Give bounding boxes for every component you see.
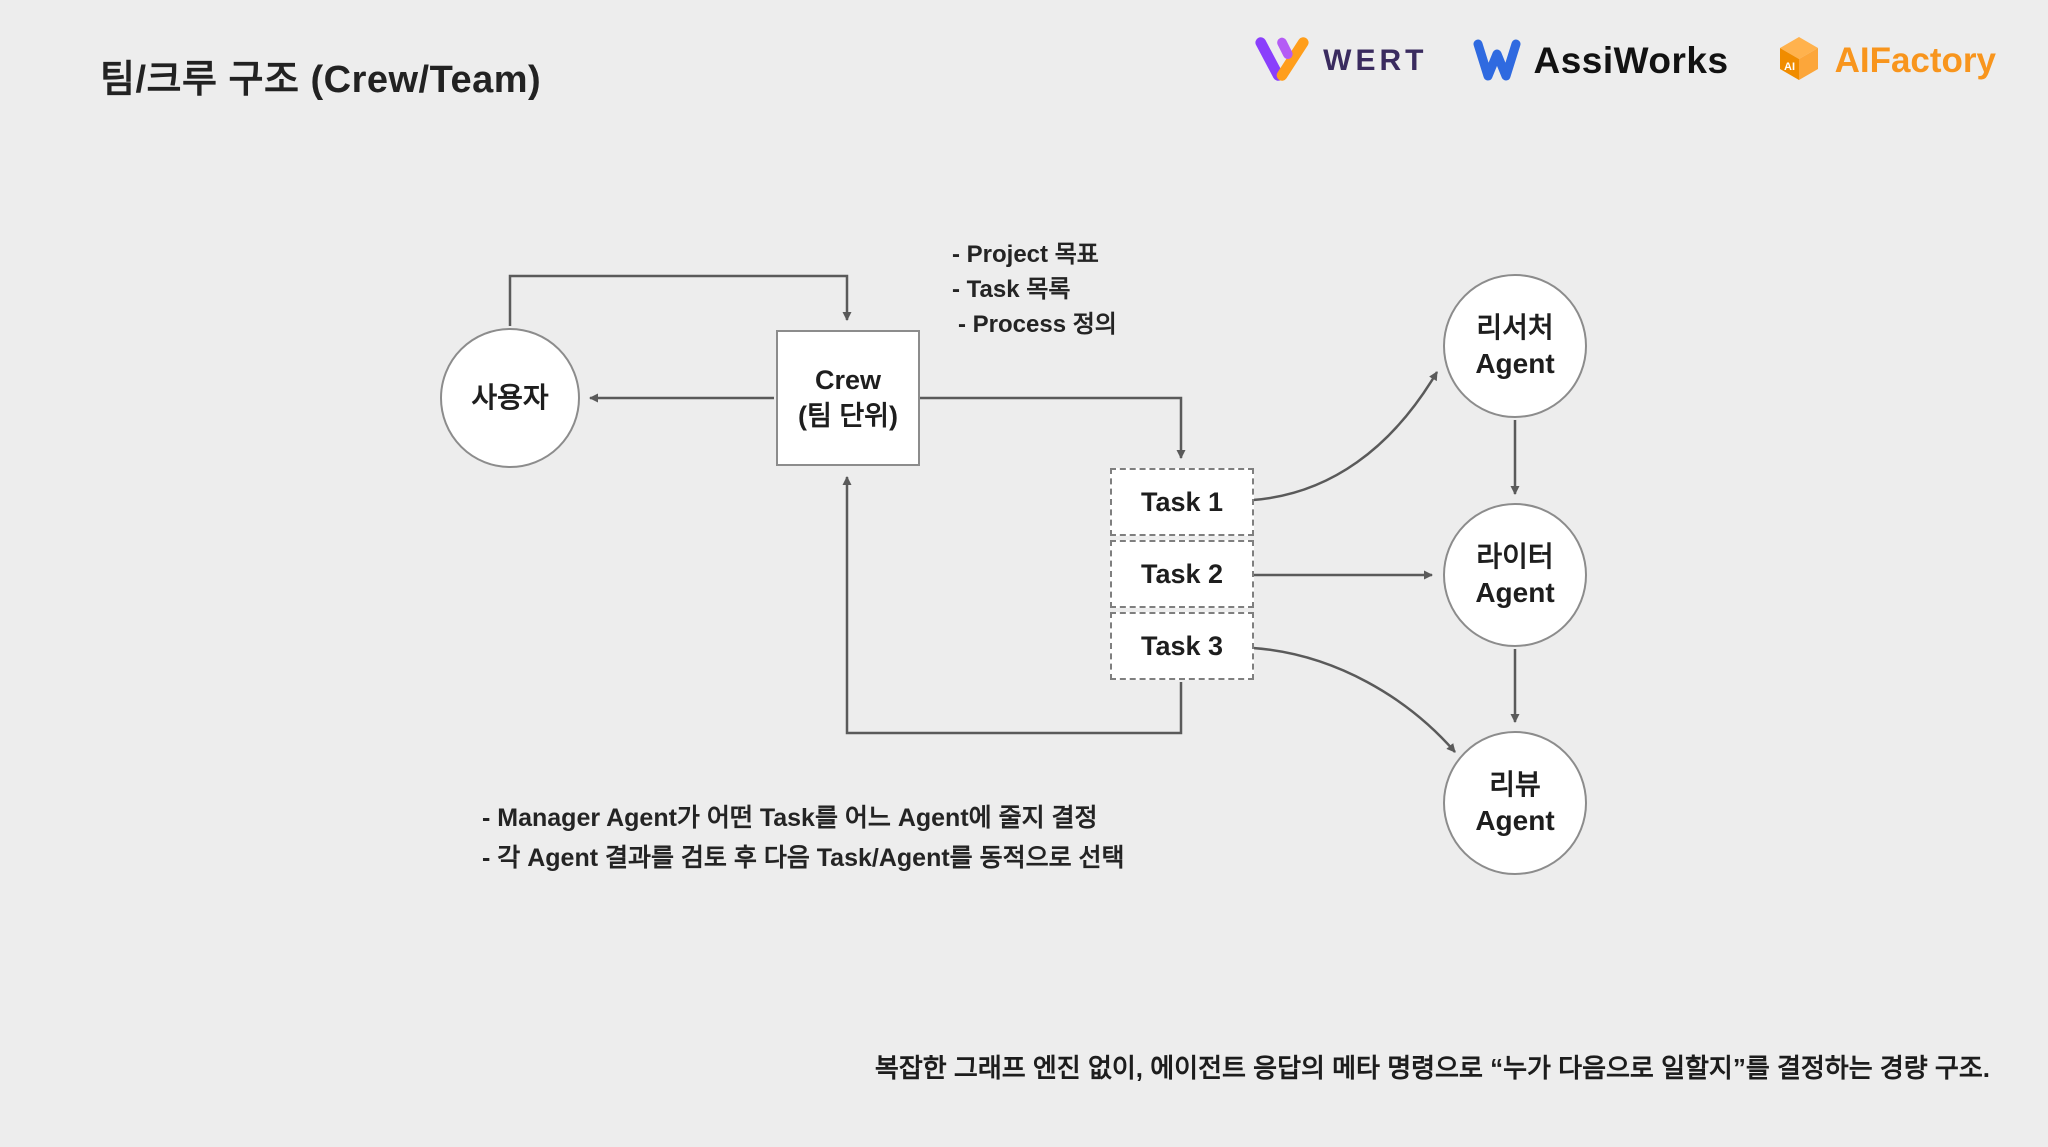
assiworks-logo: AssiWorks	[1473, 34, 1728, 87]
node-writer-agent: 라이터 Agent	[1443, 503, 1587, 647]
node-writer-name: 라이터	[1476, 540, 1554, 572]
manager-notes: - Manager Agent가 어떤 Task를 어느 Agent에 줄지 결…	[482, 798, 1125, 878]
manager-note-2: - 각 Agent 결과를 검토 후 다음 Task/Agent를 동적으로 선…	[482, 844, 1125, 872]
node-crew-subtitle: (팀 단위)	[797, 401, 898, 431]
aifactory-logo-icon: AI	[1775, 34, 1823, 87]
arrow-task1-to-researcher	[1252, 371, 1439, 502]
wert-logo-icon	[1253, 34, 1311, 87]
node-user-label: 사용자	[471, 381, 549, 413]
arrow-crew-to-tasks	[920, 396, 1186, 459]
node-reviewer-role: Agent	[1475, 805, 1555, 836]
arrow-user-to-crew	[508, 274, 852, 326]
crew-inputs-annotation: - Project 목표 - Task 목록 - Process 정의	[952, 238, 1117, 342]
node-task-1-label: Task 1	[1140, 486, 1224, 517]
node-task-2-label: Task 2	[1140, 558, 1224, 589]
node-crew-title: Crew	[814, 364, 882, 395]
node-writer-role: Agent	[1475, 577, 1555, 608]
node-user: 사용자	[440, 328, 580, 468]
node-crew: Crew (팀 단위)	[776, 330, 920, 466]
node-reviewer-name: 리뷰	[1489, 768, 1541, 800]
node-task-3-label: Task 3	[1140, 630, 1224, 661]
assiworks-logo-icon	[1473, 34, 1521, 87]
arrow-tasks-feedback-to-crew	[842, 476, 1183, 735]
logo-row: WERT AssiWorks AI AIFactory	[1253, 34, 1996, 87]
node-task-1: Task 1	[1110, 468, 1254, 536]
crew-input-task: - Task 목록	[952, 275, 1071, 303]
page-title: 팀/크루 구조 (Crew/Team)	[100, 59, 542, 101]
manager-note-1: - Manager Agent가 어떤 Task를 어느 Agent에 줄지 결…	[482, 804, 1098, 832]
node-researcher-agent: 리서처 Agent	[1443, 274, 1587, 418]
crew-input-project: - Project 목표	[952, 241, 1099, 268]
node-task-2: Task 2	[1110, 540, 1254, 608]
aifactory-logo-text: AIFactory	[1834, 40, 1996, 80]
crew-input-process: - Process 정의	[958, 310, 1117, 338]
node-task-3: Task 3	[1110, 612, 1254, 680]
node-reviewer-agent: 리뷰 Agent	[1443, 731, 1587, 875]
arrow-task3-to-reviewer	[1252, 646, 1456, 753]
aifactory-logo: AI AIFactory	[1775, 34, 1996, 87]
bottom-caption: 복잡한 그래프 엔진 없이, 에이전트 응답의 메타 명령으로 “누가 다음으로…	[874, 1053, 1990, 1083]
node-researcher-name: 리서처	[1476, 311, 1554, 343]
wert-logo-text: WERT	[1323, 43, 1428, 77]
assiworks-logo-text: AssiWorks	[1533, 39, 1729, 81]
svg-text:AI: AI	[1784, 61, 1795, 73]
node-researcher-role: Agent	[1475, 348, 1555, 379]
wert-logo: WERT	[1253, 34, 1427, 87]
